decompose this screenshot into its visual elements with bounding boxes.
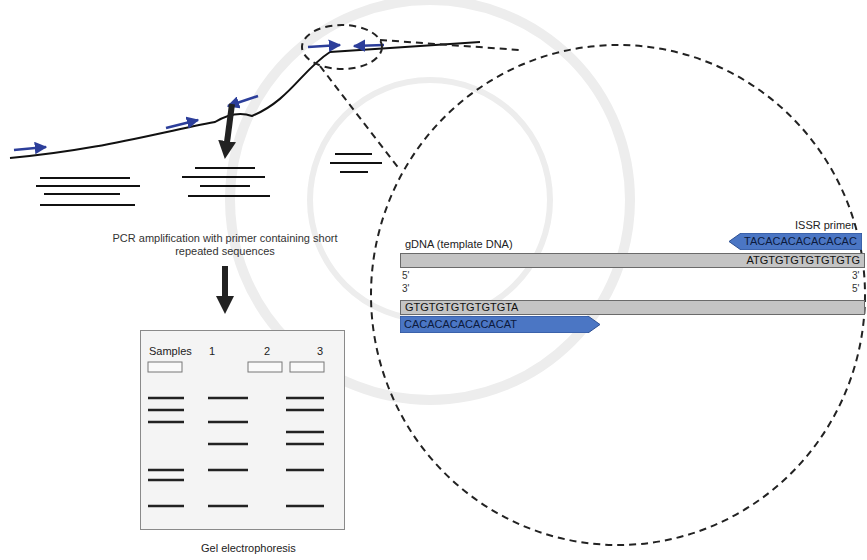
primer-arrow: CACACACACACACAT bbox=[400, 316, 600, 333]
sequence-text: GTGTGTGTGTGTGTA bbox=[405, 301, 518, 314]
sequence-text: ATGTGTGTGTGTGTG bbox=[747, 254, 860, 267]
dna-strand bbox=[10, 42, 480, 158]
gel-bands bbox=[148, 398, 324, 506]
strand-end: 3' bbox=[402, 283, 409, 295]
dna-strand-bar: ATGTGTGTGTGTGTG bbox=[400, 253, 865, 268]
strand-end: 3' bbox=[852, 270, 859, 282]
primer-label: ISSR primer bbox=[795, 219, 855, 232]
process-arrow bbox=[226, 104, 232, 150]
sequence-text: TACACACACACACAC bbox=[744, 234, 857, 248]
primer-outline bbox=[400, 316, 600, 333]
gel-caption: Gel electrophoresis bbox=[201, 542, 296, 555]
gel-wells bbox=[148, 362, 324, 372]
pcr-products bbox=[36, 154, 382, 205]
gel-box: Samples123Gel electrophoresis bbox=[140, 330, 345, 530]
process-arrow bbox=[222, 266, 228, 305]
zoom-callout bbox=[302, 25, 865, 545]
strand-end: 5' bbox=[402, 270, 409, 282]
primer-arrow: TACACACACACACAC bbox=[729, 233, 862, 250]
lane-number: 3 bbox=[317, 345, 323, 358]
gel-slab bbox=[140, 330, 345, 530]
primer-outline bbox=[729, 233, 862, 250]
gel-heading: Samples bbox=[149, 345, 192, 358]
lane-number: 2 bbox=[264, 345, 270, 358]
strand-end: 5' bbox=[852, 283, 859, 295]
dna-strand-bar: GTGTGTGTGTGTGTA bbox=[400, 300, 865, 315]
template-label: gDNA (template DNA) bbox=[405, 238, 513, 251]
primer-sites bbox=[14, 45, 384, 150]
lane-number: 1 bbox=[209, 345, 215, 358]
sequence-text: CACACACACACACAT bbox=[404, 317, 517, 331]
step-caption: PCR amplification with primer containing… bbox=[100, 232, 350, 258]
